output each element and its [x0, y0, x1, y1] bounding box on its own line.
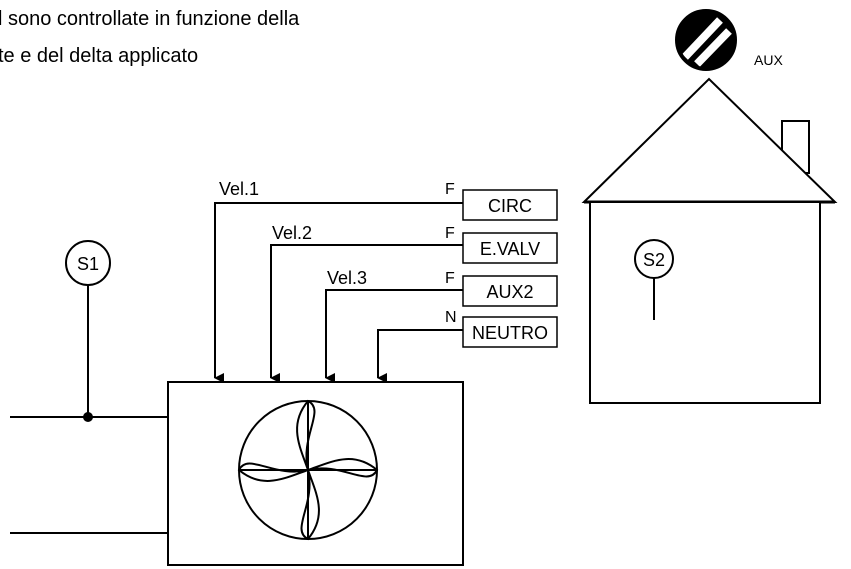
- speed-label-vel1: Vel.1: [219, 179, 259, 199]
- speed-label-vel2: Vel.2: [272, 223, 312, 243]
- terminal-evalv-prefix: F: [445, 225, 455, 242]
- terminal-circ-label: CIRC: [488, 196, 532, 216]
- aux-label: AUX: [754, 52, 783, 68]
- caption-line-2: te e del delta applicato: [0, 45, 198, 67]
- wire-vel3: [325, 289, 463, 383]
- caption-line-1: l sono controllate in funzione della: [0, 8, 300, 30]
- wire-vel1: [214, 202, 463, 383]
- terminal-circ: F CIRC: [445, 181, 558, 221]
- fan-icon: [237, 399, 379, 541]
- sensor-s2-label: S2: [643, 250, 665, 270]
- terminal-aux2-prefix: F: [445, 270, 455, 287]
- terminal-aux2: F AUX2: [445, 270, 558, 307]
- terminal-neutro: N NEUTRO: [445, 309, 558, 348]
- sensor-s2: S2: [634, 239, 674, 320]
- terminal-neutro-prefix: N: [445, 309, 457, 326]
- wire-vel2: [270, 244, 463, 383]
- house-outline: [581, 77, 838, 404]
- terminal-evalv-label: E.VALV: [480, 239, 540, 259]
- fan-unit-box: [167, 381, 464, 566]
- aux-logo-icon: [675, 9, 737, 71]
- sensor-s1: S1: [65, 240, 111, 422]
- terminal-aux2-label: AUX2: [486, 282, 533, 302]
- terminal-neutro-label: NEUTRO: [472, 323, 548, 343]
- wire-neutral: [377, 329, 463, 383]
- sensor-s1-label: S1: [77, 254, 99, 274]
- terminal-evalv: F E.VALV: [445, 225, 558, 264]
- terminal-circ-prefix: F: [445, 181, 455, 198]
- speed-label-vel3: Vel.3: [327, 268, 367, 288]
